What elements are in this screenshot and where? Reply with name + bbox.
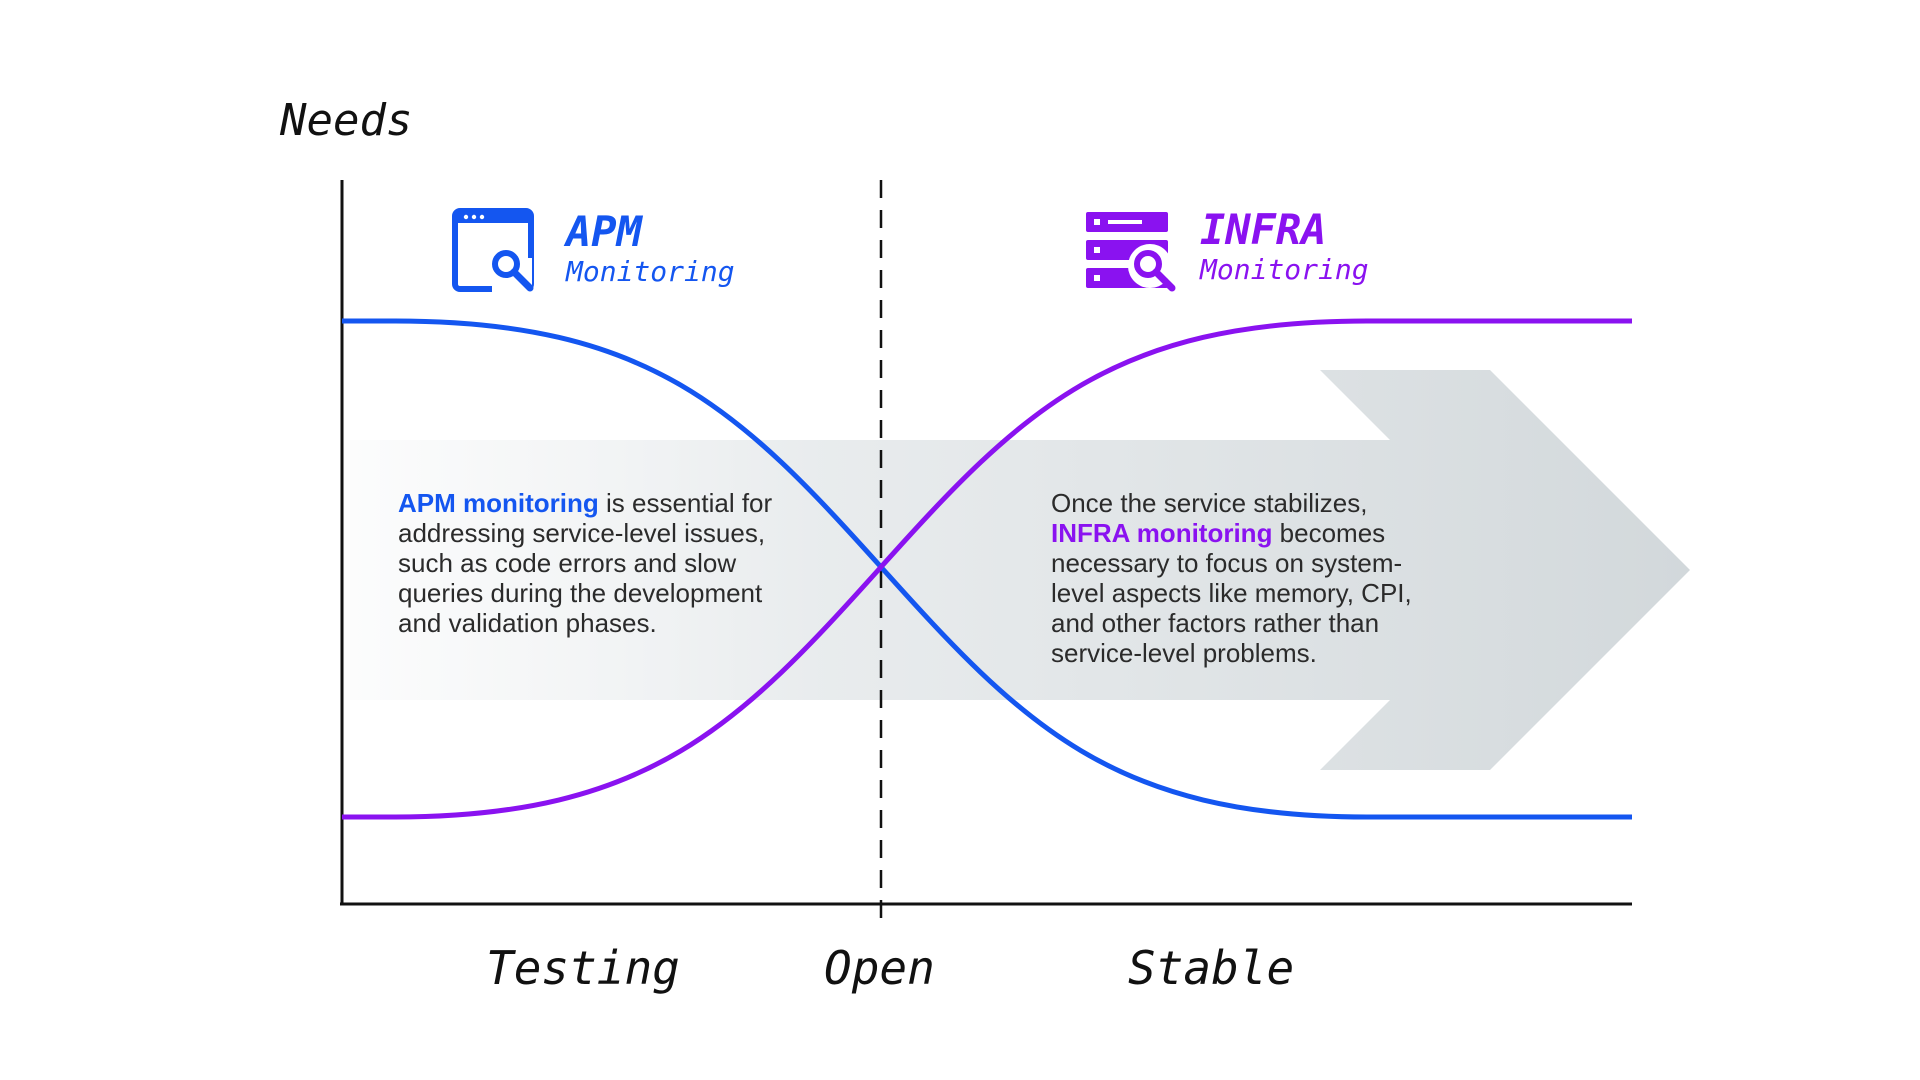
infra-description-text: becomes necessary to focus on system-lev… <box>1051 518 1412 668</box>
x-axis-label-stable: Stable <box>1128 941 1295 995</box>
infra-subtitle: Monitoring <box>1200 253 1369 286</box>
infra-need-curve <box>342 318 1632 820</box>
apm-title: APM <box>566 207 642 256</box>
infra-description-prefix: Once the service stabilizes, <box>1051 488 1368 518</box>
apm-subtitle: Monitoring <box>566 255 735 288</box>
server-search-icon <box>1086 212 1176 292</box>
apm-description-highlight: APM monitoring <box>398 488 599 518</box>
apm-description-text: is essential for addressing service-leve… <box>398 488 773 638</box>
infra-description: Once the service stabilizes, INFRA monit… <box>1051 488 1421 668</box>
browser-search-icon <box>452 208 534 294</box>
y-axis-label: Needs <box>280 95 413 146</box>
apm-brand: APM Monitoring <box>566 208 735 288</box>
infra-brand: INFRA Monitoring <box>1200 206 1369 286</box>
infra-description-highlight: INFRA monitoring <box>1051 518 1273 548</box>
x-axis-label-testing: Testing <box>486 941 680 995</box>
infra-title: INFRA <box>1200 205 1327 254</box>
x-axis-label-open: Open <box>824 941 935 995</box>
apm-description: APM monitoring is essential for addressi… <box>398 488 798 638</box>
progress-arrow <box>350 370 1690 770</box>
